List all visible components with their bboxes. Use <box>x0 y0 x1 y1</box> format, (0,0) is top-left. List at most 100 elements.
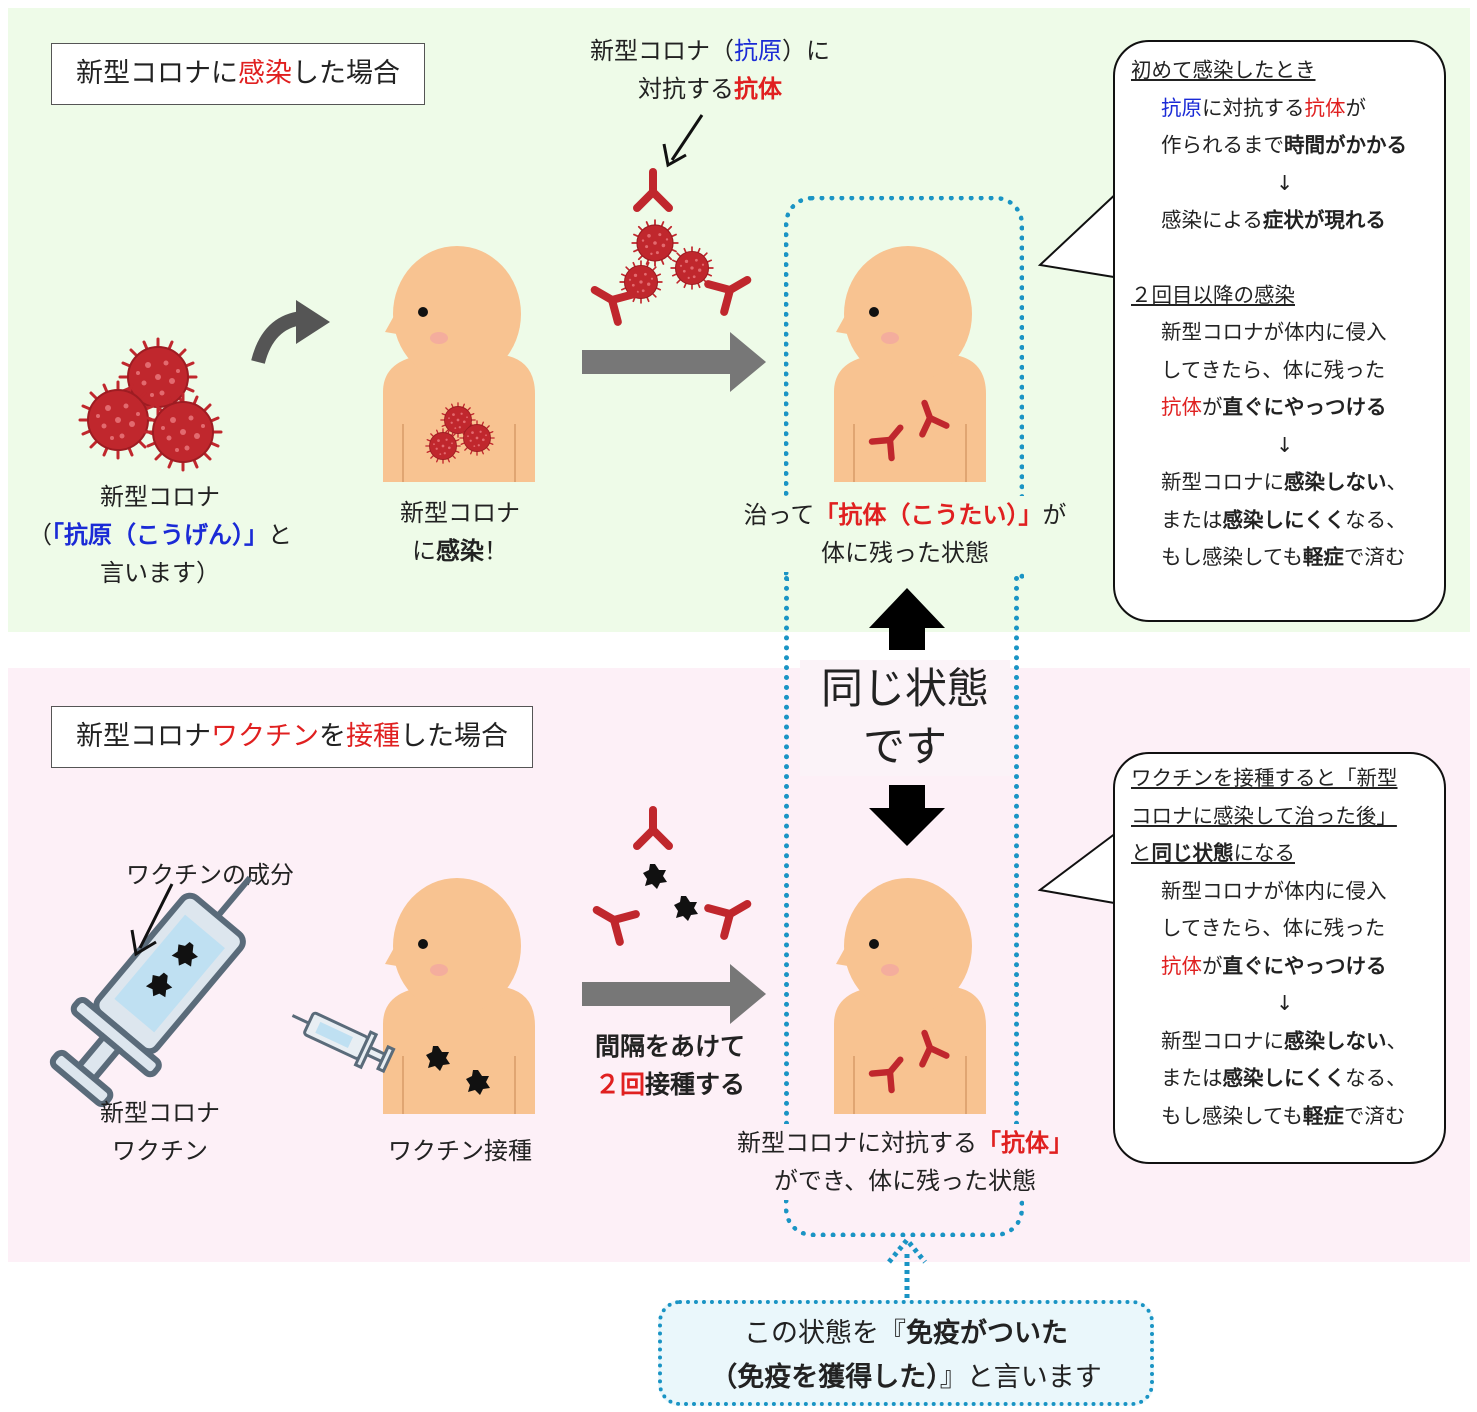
up-arrow-icon <box>869 588 945 650</box>
note-pointer-icon <box>1037 189 1121 279</box>
note-heading: ワクチンを接種すると「新型 <box>1131 766 1398 790</box>
note-text: または <box>1161 1066 1223 1090</box>
note-line: もし感染しても軽症で済む <box>1131 539 1430 577</box>
infection-title: 新型コロナに感染した場合 <box>51 43 425 105</box>
recovered-caption-line1: 治って「抗体（こうたい）」が <box>735 496 1075 534</box>
virus-caption-line2: （「抗原（こうげん）」と <box>15 516 305 554</box>
state-dotted-frame-top <box>784 196 1024 581</box>
note-heading: と同じ状態になる <box>1131 835 1430 873</box>
pointer-arrow-icon <box>138 883 174 949</box>
same-state-line1: 同じ状態 <box>820 664 989 713</box>
progress-arrowhead-icon <box>730 332 766 392</box>
note-bold: 軽症 <box>1302 545 1344 569</box>
note-heading-repeat-infection: ２回目以降の感染 <box>1131 282 1295 307</box>
note-text: 、 <box>1386 470 1408 494</box>
infected-caption-text: に <box>412 537 436 565</box>
small-syringe-icon <box>291 1011 396 1074</box>
note-line: 抗原に対抗する抗体が <box>1131 90 1430 128</box>
vaccine-caption-line2: ワクチン <box>112 1137 208 1165</box>
state-caption-text: 新型コロナに対抗する <box>737 1129 977 1157</box>
note-bold: 感染しない <box>1284 1028 1387 1053</box>
vaccine-title-suffix: した場合 <box>400 721 508 752</box>
shot-caption: ワクチン接種 <box>388 1137 532 1165</box>
note-text: で済む <box>1343 545 1406 569</box>
antibody-caption-text2: ）に <box>782 37 830 65</box>
recovered-caption: 治って「抗体（こうたい）」が 体に残った状態 <box>735 496 1075 572</box>
note-text: なる、 <box>1345 1066 1407 1090</box>
state-caption-line2: ができ、体に残った状態 <box>773 1167 1037 1195</box>
progress-arrowhead-icon <box>730 964 766 1024</box>
antibody-term: 「抗体（こうたい）」 <box>814 501 1043 529</box>
infected-caption-line2: に感染！ <box>380 532 540 570</box>
vaccine-note: ワクチンを接種すると「新型 コロナに感染して治った後」 と同じ状態になる 新型コ… <box>1113 752 1446 1164</box>
vaccine-title: 新型コロナワクチンを接種した場合 <box>51 706 533 768</box>
note-text: もし感染しても <box>1161 545 1303 569</box>
vaccine-title-text: 新型コロナ <box>76 721 211 752</box>
state-caption: 新型コロナに対抗する「抗体」 ができ、体に残った状態 <box>710 1124 1100 1200</box>
note-line: 新型コロナに感染しない、 <box>1131 464 1430 502</box>
antibody-caption-text3: 対抗する <box>638 75 734 103</box>
state-dotted-frame-right <box>1014 576 1019 1156</box>
note-antibody: 抗体 <box>1161 953 1202 978</box>
recovered-caption-text: 治って <box>743 501 815 529</box>
note-text: 作られるまで <box>1161 133 1284 157</box>
note-line: もし感染しても軽症で済む <box>1131 1098 1430 1136</box>
same-state-label: 同じ状態 です <box>800 660 1010 776</box>
infection-title-text: 新型コロナに <box>76 58 238 89</box>
pointer-arrow-icon <box>670 114 704 161</box>
down-arrow-icon: ↓ <box>1276 991 1294 1015</box>
virus-caption-line3: 言います） <box>100 559 220 587</box>
note-line: または感染しにくくなる、 <box>1131 502 1430 540</box>
down-arrow-icon <box>869 785 945 846</box>
note-pointer-icon <box>1037 829 1121 905</box>
interval-caption-line1: 間隔をあけて <box>594 1032 745 1061</box>
state-caption-line1: 新型コロナに対抗する「抗体」 <box>710 1124 1100 1162</box>
curved-arrow-icon <box>251 311 304 364</box>
note-bold: 同じ状態 <box>1151 841 1234 865</box>
note-heading-first-infection: 初めて感染したとき <box>1131 58 1316 82</box>
virus-caption-line1: 新型コロナ <box>100 483 220 511</box>
infection-title-highlight: 感染 <box>238 58 292 89</box>
note-text: 、 <box>1386 1028 1408 1053</box>
progress-arrow-icon <box>582 350 732 374</box>
infected-caption-bold: 感染 <box>436 537 484 565</box>
note-bold: 感染しない <box>1284 470 1387 494</box>
interval-caption-text: 接種する <box>645 1070 746 1099</box>
virus-caption: 新型コロナ （「抗原（こうげん）」と 言います） <box>15 478 305 592</box>
down-arrow-icon: ↓ <box>1276 170 1294 195</box>
antibody-caption-line1: 新型コロナ（抗原）に <box>540 32 880 70</box>
note-line: または感染しにくくなる、 <box>1131 1060 1430 1098</box>
dose-count: ２回 <box>594 1070 645 1099</box>
note-line: 新型コロナが体内に侵入 <box>1161 320 1387 344</box>
note-text: または <box>1161 507 1223 532</box>
note-text: に対抗する <box>1202 95 1305 120</box>
note-bold: 時間がかかる <box>1284 133 1407 157</box>
interval-caption: 間隔をあけて ２回接種する <box>570 1028 770 1104</box>
note-line: してきたら、体に残った <box>1161 357 1386 382</box>
antibody-caption: 新型コロナ（抗原）に 対抗する抗体 <box>540 32 880 108</box>
protected-person-illustration <box>833 877 987 1115</box>
antibody-icon <box>708 890 755 936</box>
vaccine-title-highlight2: 接種 <box>346 721 400 752</box>
note-bold: 直ぐにやっつける <box>1222 953 1387 978</box>
note-text: なる、 <box>1345 507 1407 532</box>
virus-caption-particle: と <box>268 521 292 549</box>
immunity-bold: （免疫を獲得した） <box>710 1362 940 1393</box>
note-heading: コロナに感染して治った後」 <box>1131 803 1397 828</box>
vaccine-caption-line1: 新型コロナ <box>100 1099 220 1127</box>
note-text: 新型コロナに <box>1161 470 1284 494</box>
note-line: 新型コロナに感染しない、 <box>1131 1023 1430 1061</box>
antibody-caption-line2: 対抗する抗体 <box>540 70 880 108</box>
vaccine-caption: 新型コロナ ワクチン <box>60 1094 260 1170</box>
vaccinated-person-illustration <box>382 877 536 1115</box>
note-line: 感染による症状が現れる <box>1131 202 1430 240</box>
note-line: 抗体が直ぐにやっつける <box>1131 948 1430 986</box>
note-line: 作られるまで時間がかかる <box>1131 127 1430 165</box>
immunity-line2: （免疫を獲得した）』と言います <box>662 1356 1150 1400</box>
immunity-text: この状態を『 <box>744 1318 906 1349</box>
vaccine-ingredient-icon <box>674 896 698 921</box>
recovered-caption-line2: 体に残った状態 <box>821 539 989 567</box>
